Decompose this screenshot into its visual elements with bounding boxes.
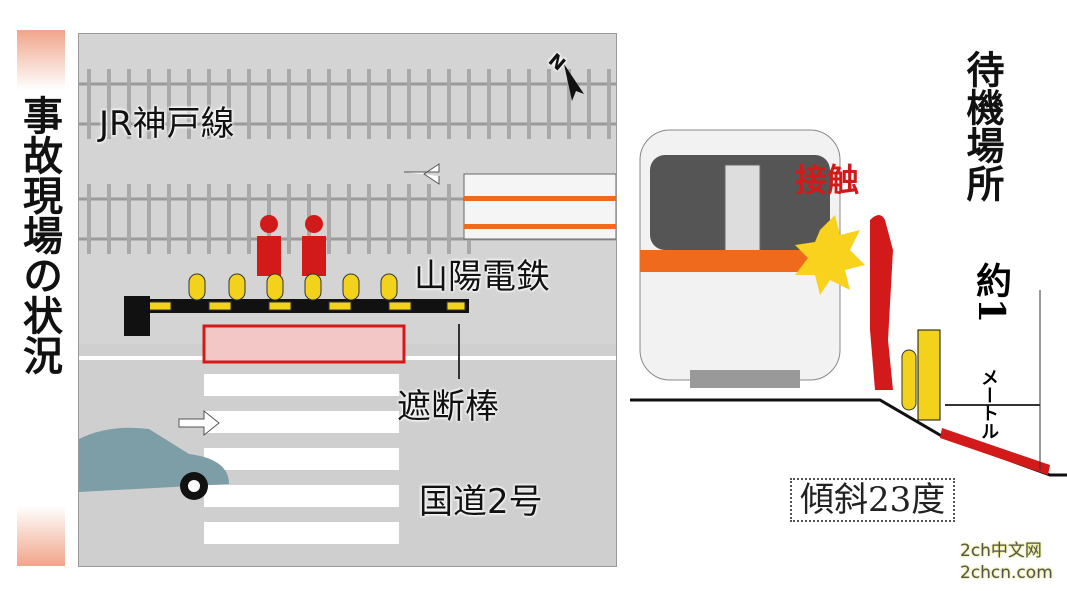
jr-kobe-line-label: JR神戸線 bbox=[99, 104, 235, 144]
watermark-line1: 2ch中文网 bbox=[960, 541, 1042, 561]
waiting-area-text: 待機場所 bbox=[960, 50, 1005, 202]
barrier-label: 遮断棒 bbox=[397, 387, 499, 427]
contact-illustration bbox=[630, 129, 1067, 477]
waiting-area-label: 待機場所 bbox=[960, 50, 1005, 202]
crossing-barrier bbox=[124, 299, 469, 313]
distance-unit-label: メートル bbox=[978, 368, 999, 440]
diagram-title: 事故現場の状況 bbox=[16, 95, 63, 375]
warning-post bbox=[917, 329, 941, 421]
distance-label: 約1 bbox=[970, 262, 1012, 324]
accident-site-map: JR神戸線 山陽電鉄 遮断棒 国道2号 N bbox=[78, 33, 617, 567]
train-direction-arrow bbox=[404, 163, 440, 185]
slope-marker bbox=[940, 428, 1050, 475]
watermark: 2ch中文网 2chcn.com bbox=[960, 540, 1053, 584]
map-illustration bbox=[79, 34, 616, 566]
north-arrow-icon bbox=[564, 64, 584, 101]
sanyo-line-label: 山陽電鉄 bbox=[414, 257, 550, 297]
impact-burst-icon bbox=[795, 215, 865, 295]
people-icons bbox=[257, 215, 326, 276]
slope-label: 傾斜23度 bbox=[790, 478, 956, 522]
title-bar bbox=[17, 30, 65, 566]
sanyo-train bbox=[463, 173, 616, 240]
watermark-line2: 2chcn.com bbox=[960, 563, 1053, 583]
person-icon bbox=[870, 215, 893, 390]
waiting-area bbox=[202, 324, 406, 364]
car-direction-arrow bbox=[178, 409, 220, 437]
road-label: 国道2号 bbox=[419, 482, 543, 522]
contact-label: 接触 bbox=[795, 161, 860, 199]
